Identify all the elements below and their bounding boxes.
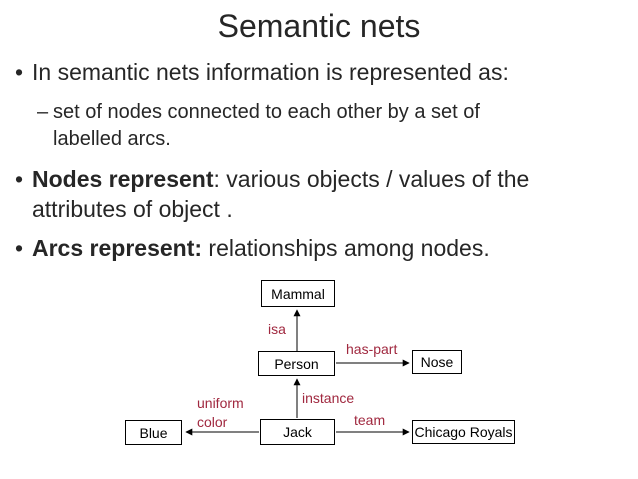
node-nose: Nose [412,350,462,374]
bullet-3-rest: relationships among nodes. [202,235,490,261]
node-jack: Jack [260,419,335,445]
bullet-3-text: Arcs represent: relationships among node… [32,235,490,263]
edge-uniform-color-label: uniform color [197,394,244,432]
node-mammal-label: Mammal [271,285,325,302]
bullet-1: • In semantic nets information is repres… [15,59,620,87]
edge-team-label: team [354,412,386,428]
edge-uniform-color-label-line1: uniform [197,395,244,411]
node-chicago-royals: Chicago Royals [412,420,515,444]
node-blue-label: Blue [139,424,168,441]
node-nose-label: Nose [420,354,454,370]
node-person-label: Person [274,355,319,372]
bullet-icon: • [15,59,24,85]
bullet-1-text: In semantic nets information is represen… [32,59,509,85]
bullet-3-lead: Arcs represent: [32,235,203,261]
node-mammal: Mammal [261,280,335,307]
node-person: Person [258,351,335,376]
node-chicago-royals-label: Chicago Royals [414,424,513,440]
bullet-2-lead: Nodes represent [32,166,214,192]
edge-instance-label: instance [302,390,355,406]
bullet-3: • Arcs represent: relationships among no… [15,235,620,263]
sub-bullet-1-text: set of nodes connected to each other by … [53,101,480,150]
bullet-icon: • [15,235,24,261]
bullet-2-rest: : various objects / values of the attrib… [32,166,530,222]
node-jack-label: Jack [283,424,312,440]
edge-isa-label: isa [268,321,286,337]
bullet-2-text: Nodes represent: various objects / value… [32,164,595,224]
bullet-icon: • [15,166,24,192]
slide-title: Semantic nets [217,8,421,44]
sub-bullet-1: – set of nodes connected to each other b… [37,99,515,153]
bullet-2: • Nodes represent: various objects / val… [15,164,595,224]
dash-icon: – [37,101,49,123]
node-blue: Blue [125,420,182,445]
edge-uniform-color-label-line2: color [197,414,228,430]
edge-has-part-label: has-part [346,341,398,357]
